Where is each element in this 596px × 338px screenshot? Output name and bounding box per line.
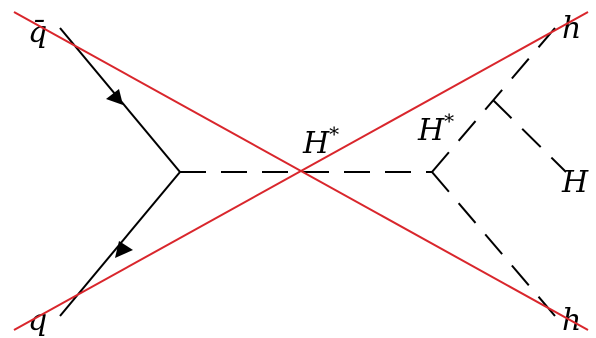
antiquark-label: q̄ xyxy=(28,15,47,50)
quark-arrow-icon xyxy=(115,241,133,258)
out-middle-label: H xyxy=(561,165,589,200)
crossout-line-ascending xyxy=(13,11,589,331)
higgs-line-to-bottom-h xyxy=(431,171,556,317)
propagator-left-label: H* xyxy=(302,122,339,161)
antiquark-arrow-icon xyxy=(106,89,123,105)
quark-label: q xyxy=(28,303,47,338)
propagator-right-label: H* xyxy=(417,109,454,148)
higgs-line-to-heavy-h xyxy=(492,99,567,173)
out-top-label: h xyxy=(562,11,581,46)
